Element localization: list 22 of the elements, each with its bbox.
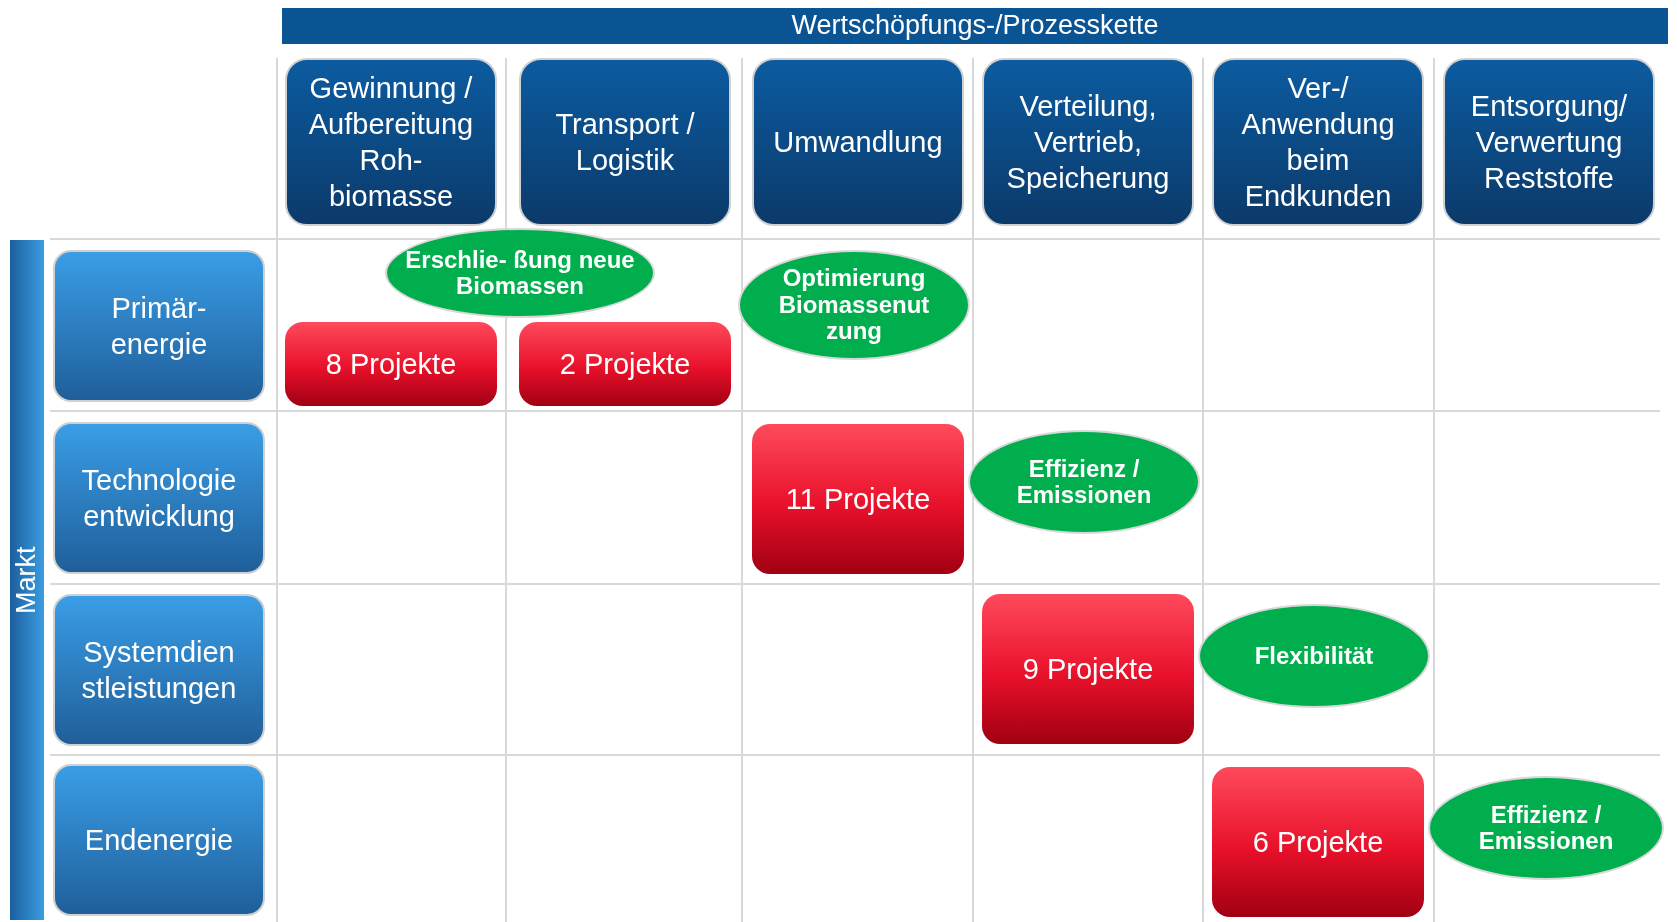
row-header: Endenergie (53, 764, 265, 916)
topic-ellipse: Flexibilität (1198, 604, 1430, 708)
topic-ellipse: Effizienz / Emissionen (1428, 776, 1664, 880)
header-band: Wertschöpfungs-/Prozesskette (282, 8, 1668, 44)
column-header: Verteilung, Vertrieb, Speicherung (982, 58, 1194, 226)
column-header: Umwandlung (752, 58, 964, 226)
project-box: 8 Projekte (285, 322, 497, 406)
row-header: Systemdien stleistungen (53, 594, 265, 746)
topic-ellipse: Optimierung Biomassenut zung (738, 250, 970, 360)
column-header: Transport / Logistik (519, 58, 731, 226)
column-header: Gewinnung / Aufbereitung Roh- biomasse (285, 58, 497, 226)
topic-ellipse: Effizienz / Emissionen (968, 430, 1200, 534)
project-box: 11 Projekte (752, 424, 964, 574)
column-header: Ver-/ Anwendung beim Endkunden (1212, 58, 1424, 226)
topic-ellipse: Erschlie- ßung neue Biomassen (385, 228, 655, 318)
project-box: 9 Projekte (982, 594, 1194, 744)
row-header: Technologie entwicklung (53, 422, 265, 574)
side-band: Markt (10, 240, 44, 920)
row-header: Primär- energie (53, 250, 265, 402)
project-box: 2 Projekte (519, 322, 731, 406)
project-box: 6 Projekte (1212, 767, 1424, 917)
column-header: Entsorgung/ Verwertung Reststoffe (1443, 58, 1655, 226)
